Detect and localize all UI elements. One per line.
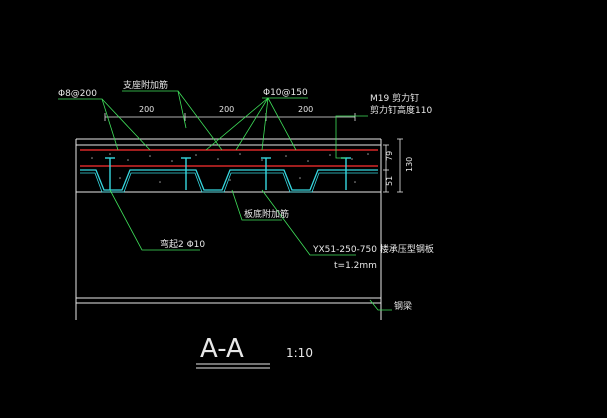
label-stud-height: 剪力钉高度110 <box>370 104 432 116</box>
label-stud-spec: M19 剪力钉 <box>370 92 419 104</box>
label-rebar-top-mid: Φ10@150 <box>263 88 308 98</box>
label-deck-model: YX51-250-750 楼承压型钢板 <box>312 243 434 255</box>
label-rib-rebar: 板底附加筋 <box>244 208 289 220</box>
label-steel-beam: 钢梁 <box>394 300 412 312</box>
label-deck-thickness: t=1.2mm <box>334 261 377 271</box>
label-support-rebar: 支座附加筋 <box>123 79 168 91</box>
steel-deck-profile <box>80 169 378 191</box>
dim-slab-total: 130 <box>405 157 414 172</box>
spacing-dimension-2: 200 <box>219 105 234 114</box>
slab-outline <box>75 138 382 320</box>
leader-lines <box>58 90 392 311</box>
spacing-dimension-3: 200 <box>298 105 313 114</box>
label-rebar-rib: 弯起2 Φ10 <box>160 238 205 250</box>
top-rebar-layer <box>80 149 378 167</box>
section-scale: 1:10 <box>286 346 313 360</box>
spacing-dimension-1: 200 <box>139 105 154 114</box>
section-title: A-A <box>200 334 244 364</box>
dim-deck-height: 51 <box>385 176 394 186</box>
spacing-dimension <box>104 113 356 121</box>
steel-deck-profile-inner <box>80 172 378 193</box>
label-rebar-top-left: Φ8@200 <box>58 89 97 99</box>
dim-slab-top: 79 <box>385 151 394 161</box>
concrete-hatch <box>91 153 369 183</box>
height-dimension <box>383 138 403 193</box>
